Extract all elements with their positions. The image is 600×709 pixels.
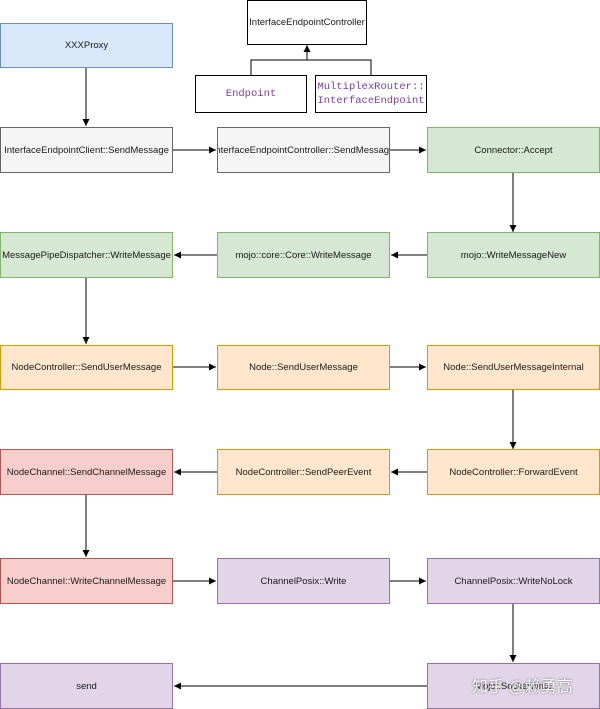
watermark-text: 知乎 @赖勇高 xyxy=(472,679,573,696)
node-send-user-box: Node::SendUserMessage xyxy=(217,345,390,390)
node-controller-send-user-box: NodeController::SendUserMessage xyxy=(0,345,173,390)
zhihu-watermark: 知乎 @赖勇高 xyxy=(472,673,573,697)
message-pipe-dispatcher-box: MessagePipeDispatcher::WriteMessage xyxy=(0,232,173,278)
node-label: Connector::Accept xyxy=(474,144,553,156)
node-label: Endpoint xyxy=(225,88,277,100)
node-label-line-2: InterfaceEndpoint xyxy=(317,95,425,107)
node-label: NodeChannel::SendChannelMessage xyxy=(6,466,167,478)
channel-posix-write-nolock-box: ChannelPosix::WriteNoLock xyxy=(427,558,600,604)
node-label: NodeController::ForwardEvent xyxy=(449,466,578,478)
node-label: InterfaceEndpointController xyxy=(249,17,365,28)
node-label: send xyxy=(76,680,97,692)
node-label: NodeController::SendPeerEvent xyxy=(235,466,372,478)
interface-endpoint-controller-send-box: InterfaceEndpointController::SendMessage xyxy=(217,127,390,173)
write-message-new-box: mojo::WriteMessageNew xyxy=(427,232,600,278)
node-label: XXXProxy xyxy=(64,40,109,51)
endpoint-box: Endpoint xyxy=(195,75,307,113)
node-label: mojo::core::Core::WriteMessage xyxy=(235,249,372,261)
core-write-message-box: mojo::core::Core::WriteMessage xyxy=(217,232,390,278)
channel-posix-write-box: ChannelPosix::Write xyxy=(217,558,390,604)
xxxproxy-box: XXXProxy xyxy=(0,23,173,68)
node-label: Mojo::SocketWrite xyxy=(475,680,552,692)
node-label: mojo::WriteMessageNew xyxy=(460,249,567,261)
node-label: Node::SendUserMessage xyxy=(249,362,358,373)
multiplex-router-box: MultiplexRouter:: InterfaceEndpoint xyxy=(315,75,427,113)
node-label: InterfaceEndpointClient::SendMessage xyxy=(4,144,169,156)
edge-tree-bar xyxy=(250,59,372,75)
node-controller-forward-event-box: NodeController::ForwardEvent xyxy=(427,449,600,495)
interface-endpoint-controller-box: InterfaceEndpointController xyxy=(247,0,367,45)
send-box: send xyxy=(0,663,173,709)
connector-accept-box: Connector::Accept xyxy=(427,127,600,173)
node-label: NodeChannel::WriteChannelMessage xyxy=(6,575,167,587)
node-channel-send-channel-box: NodeChannel::SendChannelMessage xyxy=(0,449,173,495)
node-controller-send-peer-box: NodeController::SendPeerEvent xyxy=(217,449,390,495)
node-label: InterfaceEndpointController::SendMessage xyxy=(217,144,390,156)
interface-endpoint-client-send-box: InterfaceEndpointClient::SendMessage xyxy=(0,127,173,173)
node-send-user-internal-box: Node::SendUserMessageInternal xyxy=(427,345,600,390)
node-channel-write-channel-box: NodeChannel::WriteChannelMessage xyxy=(0,558,173,604)
node-label: ChannelPosix::WriteNoLock xyxy=(454,575,573,587)
node-label: Node::SendUserMessageInternal xyxy=(443,362,584,373)
node-label: ChannelPosix::Write xyxy=(260,575,347,587)
node-label: NodeController::SendUserMessage xyxy=(11,362,162,373)
node-label-line-1: MultiplexRouter:: xyxy=(317,81,425,93)
node-label: MessagePipeDispatcher::WriteMessage xyxy=(2,249,171,261)
